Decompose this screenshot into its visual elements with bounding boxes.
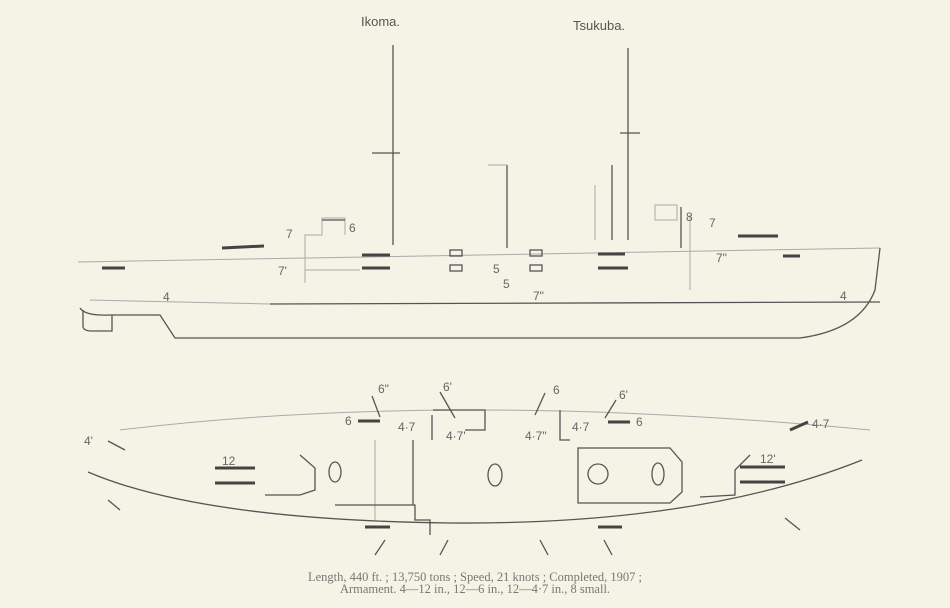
armour-label: 8 <box>686 210 693 224</box>
armour-label: 7" <box>716 251 727 265</box>
armour-label: 4 <box>840 289 847 303</box>
gun-label: 4·7 <box>812 417 830 431</box>
profile-view <box>77 45 881 339</box>
gun-label: 12 <box>222 454 236 468</box>
gun-label: 6 <box>636 415 643 429</box>
profile-armour-labels: 7 6 7' 5 5 7" 4 4 8 7 7" <box>163 210 847 304</box>
title-ikoma: Ikoma. <box>361 14 400 29</box>
armour-label: 5 <box>503 277 510 291</box>
armour-label: 7 <box>286 227 293 241</box>
gun-label: 4·7' <box>446 429 466 443</box>
armour-label: 7" <box>533 289 544 303</box>
gun-label: 6 <box>345 414 352 428</box>
armour-label: 7 <box>709 216 716 230</box>
gun-label: 4' <box>84 434 93 448</box>
gun-label: 6 <box>553 383 560 397</box>
armour-label: 5 <box>493 262 500 276</box>
gun-label: 6' <box>619 388 628 402</box>
gun-label: 4·7 <box>398 420 416 434</box>
gun-label: 6" <box>378 382 389 396</box>
plan-gun-labels: 6" 6 4·7 6' 4·7' 6 4·7" 6' 4·7 6 4·7 4' … <box>84 380 830 468</box>
gun-label: 4·7" <box>525 429 547 443</box>
gun-label: 6' <box>443 380 452 394</box>
caption-line-1: Length, 440 ft. ; 13,750 tons ; Speed, 2… <box>307 570 642 584</box>
armour-label: 7' <box>278 264 287 278</box>
caption-line-2: Armament. 4—12 in., 12—6 in., 12—4·7 in.… <box>339 582 611 596</box>
armour-label: 6 <box>349 221 356 235</box>
title-tsukuba: Tsukuba. <box>573 18 625 33</box>
armour-label: 4 <box>163 290 170 304</box>
gun-label: 4·7 <box>572 420 590 434</box>
gun-label: 12' <box>760 452 776 466</box>
plan-view <box>87 391 871 556</box>
